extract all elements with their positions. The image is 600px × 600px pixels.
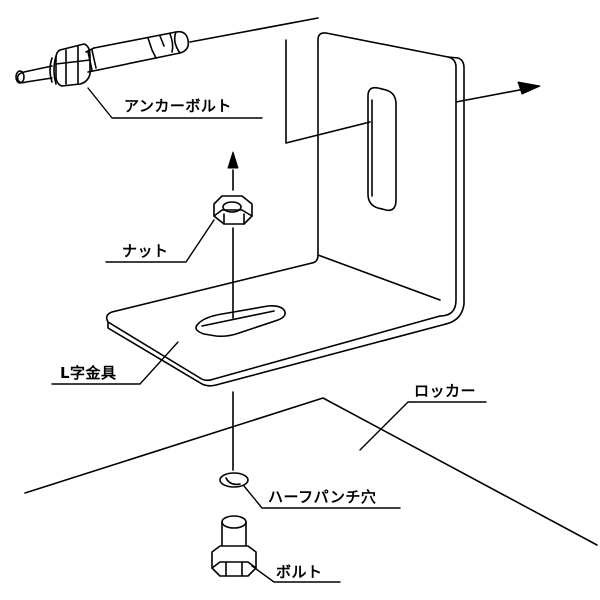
anchor-bolt (15, 17, 319, 87)
arrow-up-head (227, 151, 239, 169)
leader-lines (51, 87, 487, 583)
label-locker: ロッカー (414, 382, 477, 400)
label-l-bracket: L字金具 (60, 364, 117, 382)
label-half-punch-hole: ハーフパンチ穴 (268, 488, 377, 506)
l-bracket (105, 32, 465, 387)
bolt (211, 515, 257, 577)
label-nut: ナット (122, 242, 169, 260)
half-punch-hole (219, 472, 249, 488)
label-anchor-bolt: アンカーボルト (124, 97, 232, 115)
label-bolt: ボルト (276, 563, 323, 581)
anchor-axis-line (285, 39, 531, 144)
arrow-right-head (517, 81, 541, 95)
nut (213, 195, 253, 225)
locker-top-outline (24, 397, 598, 546)
